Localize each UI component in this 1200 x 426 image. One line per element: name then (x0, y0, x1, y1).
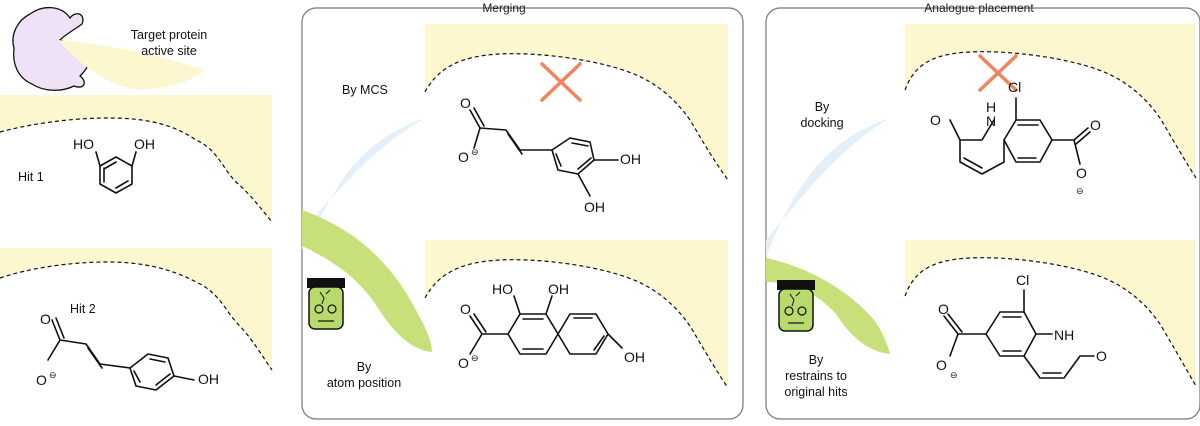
hit2-charge: ⊖ (49, 370, 57, 380)
rest-o-carboxylate: O (936, 357, 947, 373)
by-restrains-line1: By (809, 353, 824, 367)
mcs-site (425, 24, 728, 180)
hit1-molecule: HO OH (73, 136, 155, 194)
target-label-line1: Target protein (131, 28, 207, 42)
dock-o-carbonyl: O (1090, 117, 1101, 133)
hit1-label: Hit 1 (18, 170, 44, 184)
merging-panel: Merging By MCS By atom position (301, 1, 744, 420)
by-restrains-line3: original hits (784, 385, 847, 399)
reject-cross-icon (540, 62, 582, 102)
by-atom-line1: By (357, 360, 372, 374)
left-column: Target protein active site Hit 1 HO OH H… (0, 7, 273, 391)
docking-molecule: O H N Cl O O ⊖ (930, 79, 1101, 196)
atom-site (425, 240, 728, 388)
dock-charge: ⊖ (1076, 186, 1084, 196)
mcs-molecule: O O ⊖ OH OH (458, 95, 641, 215)
hit2-site (0, 248, 272, 370)
frankenstein-face-icon (777, 280, 815, 332)
dock-n: N (986, 113, 996, 129)
rest-o-carbonyl: O (938, 301, 949, 317)
hit1-ho-left: HO (73, 136, 94, 152)
by-docking-line1: By (815, 100, 830, 114)
rest-cl: Cl (1016, 272, 1029, 288)
frankenstein-face-icon (307, 278, 345, 330)
by-restrains-line2: restrains to (785, 369, 847, 383)
reject-cross-icon (978, 54, 1018, 92)
atom-pocket-outline (424, 259, 729, 389)
hit2-molecule: O O ⊖ OH (36, 311, 219, 391)
restrain-pocket-outline (904, 257, 1197, 387)
dock-o: O (930, 112, 941, 128)
atom-o-carbonyl: O (460, 301, 471, 317)
atom-molecule: HO OH O O ⊖ OH (458, 281, 645, 371)
dock-h: H (986, 99, 996, 115)
by-docking-line2: docking (800, 116, 843, 130)
mcs-o-carboxylate: O (458, 149, 469, 165)
mcs-o-carbonyl: O (460, 95, 471, 111)
atom-ho: HO (492, 281, 513, 297)
analogue-panel: Analogue placement By docking By restrai… (765, 1, 1200, 420)
mcs-oh-1: OH (620, 151, 641, 167)
hit2-label: Hit 2 (70, 302, 96, 316)
dock-o-carboxylate: O (1076, 165, 1087, 181)
mcs-charge: ⊖ (471, 147, 479, 157)
hit1-oh-right: OH (134, 136, 155, 152)
target-label-line2: active site (141, 44, 197, 58)
by-mcs-label: By MCS (342, 83, 388, 97)
rest-nh: NH (1054, 327, 1074, 343)
dock-cl: Cl (1008, 79, 1021, 95)
mcs-pocket-outline (424, 53, 729, 181)
rest-charge: ⊖ (950, 370, 958, 380)
atom-oh-2: OH (624, 349, 645, 365)
rest-o: O (1096, 348, 1107, 364)
atom-charge: ⊖ (471, 353, 479, 363)
hit2-o-carbonyl: O (40, 311, 51, 327)
by-atom-line2: atom position (327, 376, 401, 390)
atom-o-carboxylate: O (458, 355, 469, 371)
hit2-o-carboxylate: O (36, 372, 47, 388)
mcs-oh-2: OH (584, 199, 605, 215)
restrain-site (905, 240, 1196, 386)
hit2-oh: OH (198, 371, 219, 387)
docking-site (905, 24, 1196, 178)
restrain-molecule: O O ⊖ Cl NH O (936, 272, 1107, 380)
docking-pocket-outline (904, 51, 1197, 179)
atom-oh-1: OH (548, 281, 569, 297)
hit1-site (0, 95, 272, 222)
merging-title: Merging (482, 1, 525, 15)
analogue-title: Analogue placement (924, 1, 1034, 15)
